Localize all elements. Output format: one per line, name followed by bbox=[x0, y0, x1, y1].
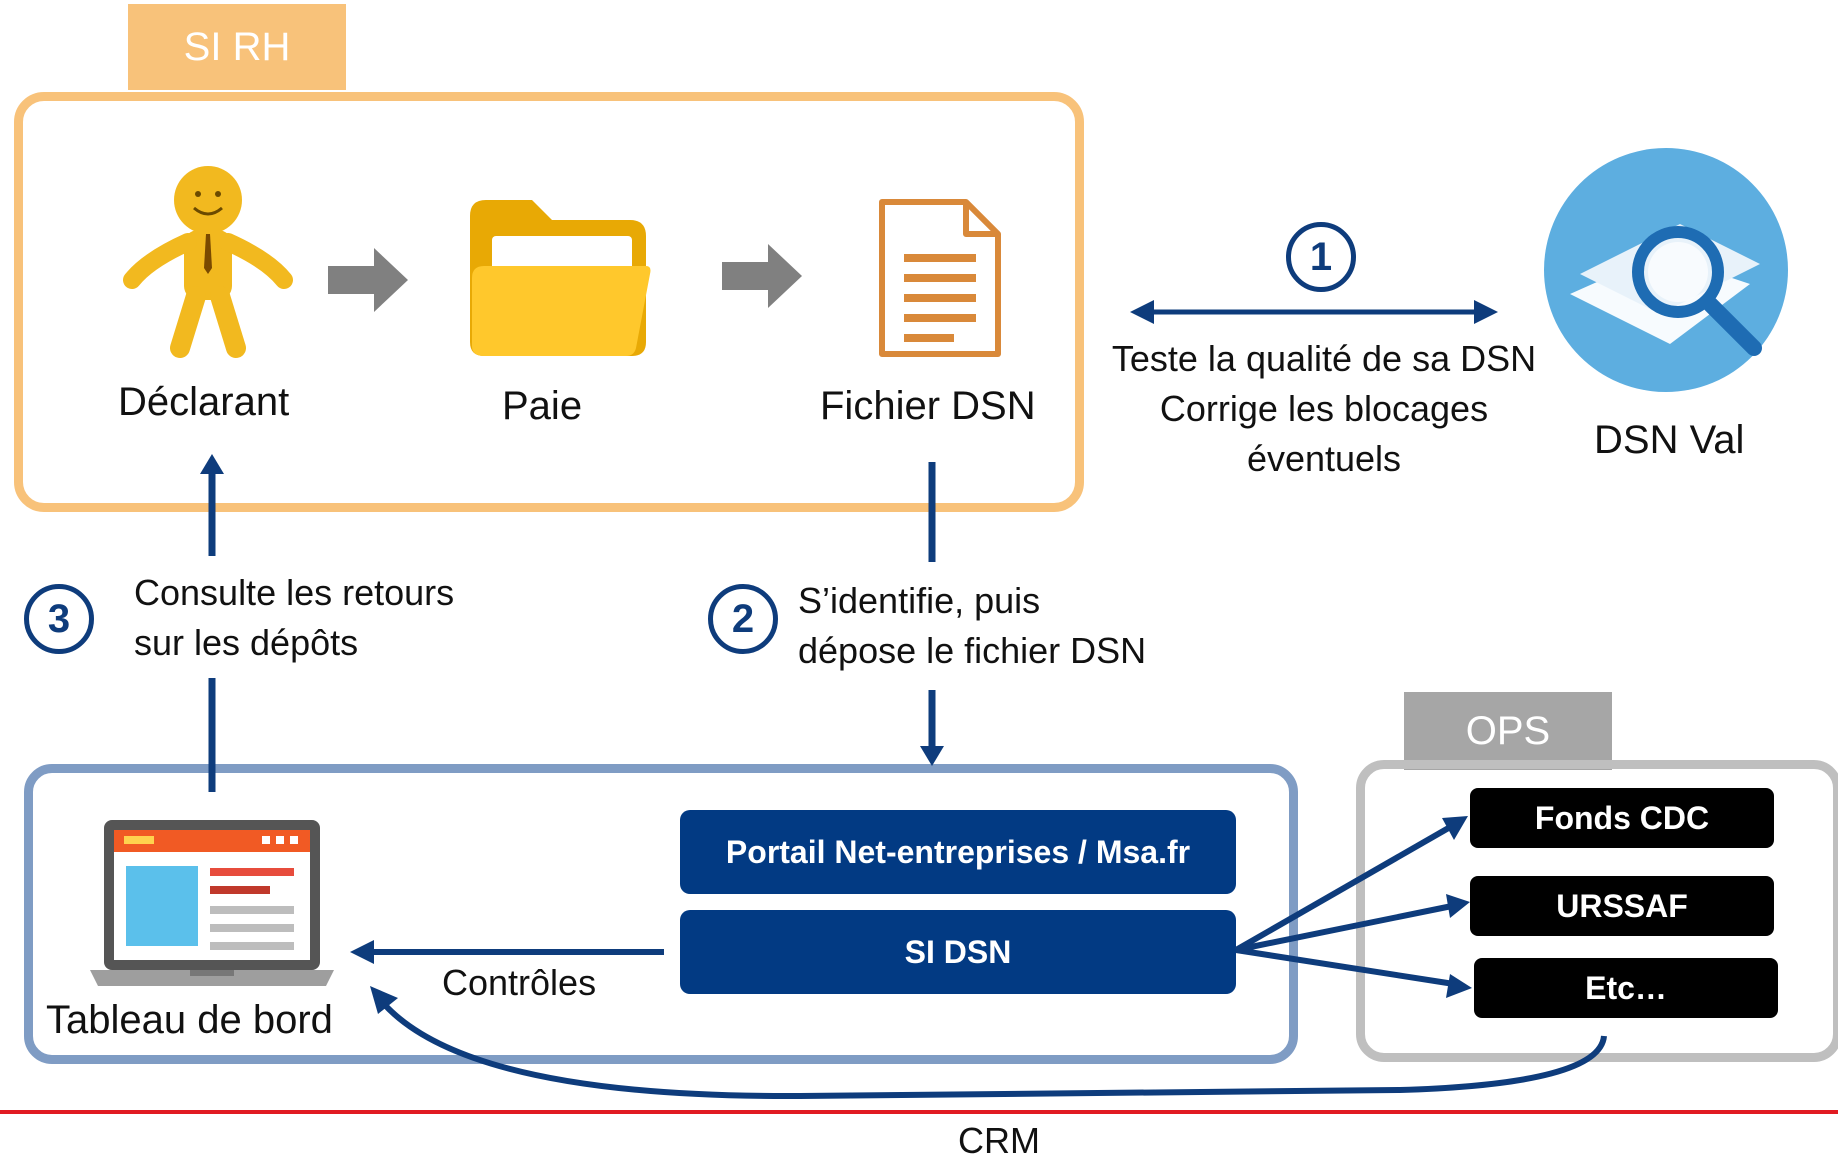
ops-container bbox=[1356, 760, 1838, 1062]
step-2-badge: 2 bbox=[708, 584, 778, 654]
step-3-text-line1: Consulte les retours bbox=[134, 572, 455, 613]
step-1-text-line1: Teste la qualité de sa DSN bbox=[1111, 338, 1537, 379]
dashboard-laptop-icon bbox=[90, 820, 334, 986]
controles-label: Contrôles bbox=[442, 962, 597, 1003]
ops-return-curve bbox=[370, 986, 1607, 1100]
step-2-down-arrow bbox=[920, 462, 944, 766]
declarant-figure-icon bbox=[123, 166, 293, 358]
fichier-dsn-label: Fichier DSN bbox=[820, 384, 1036, 428]
folder-icon bbox=[470, 200, 651, 356]
step-1-text-line3: éventuels bbox=[1246, 438, 1402, 479]
step-1-text-line2: Corrige les blocages bbox=[1159, 388, 1489, 429]
step-1-badge: 1 bbox=[1286, 222, 1356, 292]
ops-item-urssaf: URSSAF bbox=[1470, 876, 1774, 936]
si-rh-container bbox=[14, 92, 1084, 512]
step-3-up-arrow bbox=[200, 454, 224, 792]
ops-item-fonds-cdc: Fonds CDC bbox=[1470, 788, 1774, 848]
step-1-double-arrow bbox=[1130, 300, 1498, 324]
ops-tab: OPS bbox=[1404, 692, 1612, 770]
controles-arrow bbox=[350, 940, 664, 964]
paie-label: Paie bbox=[502, 384, 583, 428]
portail-net-entreprises-box: Portail Net-entreprises / Msa.fr bbox=[680, 810, 1236, 894]
crm-label: CRM bbox=[958, 1120, 1040, 1161]
si-rh-tab: SI RH bbox=[128, 4, 346, 90]
step-3-text-line2: sur les dépôts bbox=[134, 622, 359, 663]
si-dsn-box: SI DSN bbox=[680, 910, 1236, 994]
step-3-badge: 3 bbox=[24, 584, 94, 654]
arrow-right-icon bbox=[722, 244, 802, 308]
tableau-de-bord-label: Tableau de bord bbox=[46, 998, 333, 1042]
arrow-right-icon bbox=[328, 248, 408, 312]
document-icon bbox=[879, 199, 1001, 357]
step-2-text-line2: dépose le fichier DSN bbox=[798, 630, 1147, 671]
declarant-label: Déclarant bbox=[118, 380, 290, 424]
si-dsn-to-ops-arrows bbox=[1234, 816, 1472, 998]
crm-divider-line bbox=[0, 1110, 1838, 1114]
dsn-val-magnifier-icon bbox=[1544, 148, 1788, 392]
step-2-text-line1: S’identifie, puis bbox=[798, 580, 1041, 621]
dsn-val-label: DSN Val bbox=[1594, 418, 1745, 462]
ops-item-etc: Etc… bbox=[1474, 958, 1778, 1018]
